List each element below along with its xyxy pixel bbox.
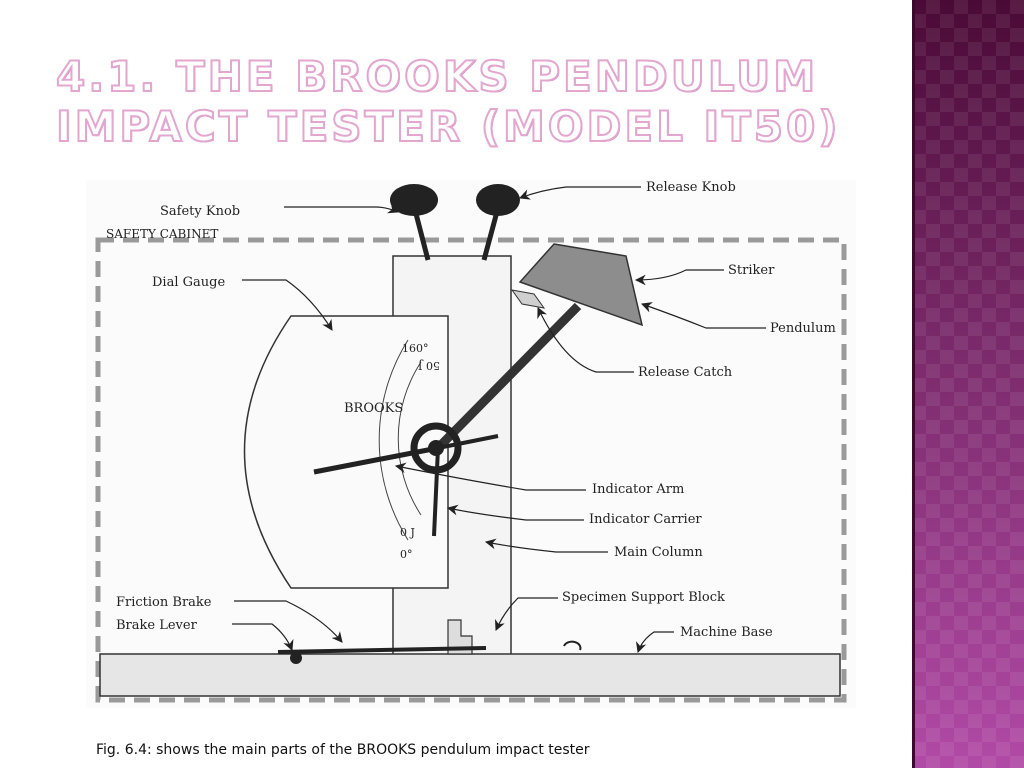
indicator-carrier-stem [432,447,440,537]
label-striker: Striker [728,263,775,278]
dial-scale-outer-arc [378,339,409,541]
label-indicator-carrier: Indicator Carrier [589,512,702,527]
pendulum-tester-diagram: 160° 50 J BROOKS 0 J 0° Safety Knob Rele… [95,180,847,703]
pendulum-tester-figure: 160° 50 J BROOKS 0 J 0° Safety Knob Rele… [86,180,856,708]
dial-energy-max: 50 J [418,359,440,372]
dial-scale-inner-arc [397,361,422,516]
indicator-arm-leader [394,462,586,491]
dial-gauge-leader [242,279,333,331]
figure-caption: Fig. 6.4: shows the main parts of the BR… [96,742,590,758]
label-release-catch: Release Catch [638,365,733,380]
label-machine-base: Machine Base [680,625,773,640]
striker-leader [634,269,724,286]
dial-angle-min: 0° [400,548,413,561]
striker-shape [518,243,644,327]
indicator-carrier-hub [428,440,444,456]
indicator-carrier-ring [410,422,462,474]
slide-title: 4.1. The Brooks Pendulum Impact Tester (… [55,51,841,152]
indicator-arm-tail [437,434,499,450]
label-release-knob: Release Knob [646,180,736,195]
brake-lever-pivot [290,652,302,664]
friction-brake-leader [234,600,343,643]
pendulum-leader [640,302,766,329]
label-pendulum: Pendulum [770,321,836,336]
safety-knob-leader [284,203,399,214]
release-catch-leader [537,307,634,373]
brake-lever-hook [563,640,582,651]
decorative-side-band [912,0,1024,768]
machine-base-leader [635,631,674,654]
dial-angle-max: 160° [402,342,429,355]
label-specimen-support-block: Specimen Support Block [562,590,725,605]
release-knob-stem [481,207,501,261]
label-friction-brake: Friction Brake [116,595,212,610]
label-dial-gauge: Dial Gauge [152,275,225,290]
label-safety-cabinet: SAFETY CABINET [106,227,218,241]
brake-lever-shape [277,646,487,654]
specimen-support-block-shape [447,619,473,655]
label-indicator-arm: Indicator Arm [592,482,684,497]
release-knob-leader [518,186,641,200]
release-knob-shape [476,184,520,216]
dial-energy-min: 0 J [400,526,415,539]
dial-brand: BROOKS [344,401,403,416]
main-column-leader [484,538,608,553]
label-brake-lever: Brake Lever [116,618,198,633]
specimen-support-block-leader [495,597,558,631]
safety-knob-shape [390,184,438,216]
pendulum-rod [434,302,582,452]
brake-lever-leader [232,623,294,652]
safety-cabinet-outline [95,237,847,703]
indicator-carrier-leader [446,504,584,521]
machine-base-shape [99,653,841,697]
side-band-edge [912,0,915,768]
release-catch-shape [510,289,546,309]
label-safety-knob: Safety Knob [160,204,240,219]
label-main-column: Main Column [614,545,703,560]
